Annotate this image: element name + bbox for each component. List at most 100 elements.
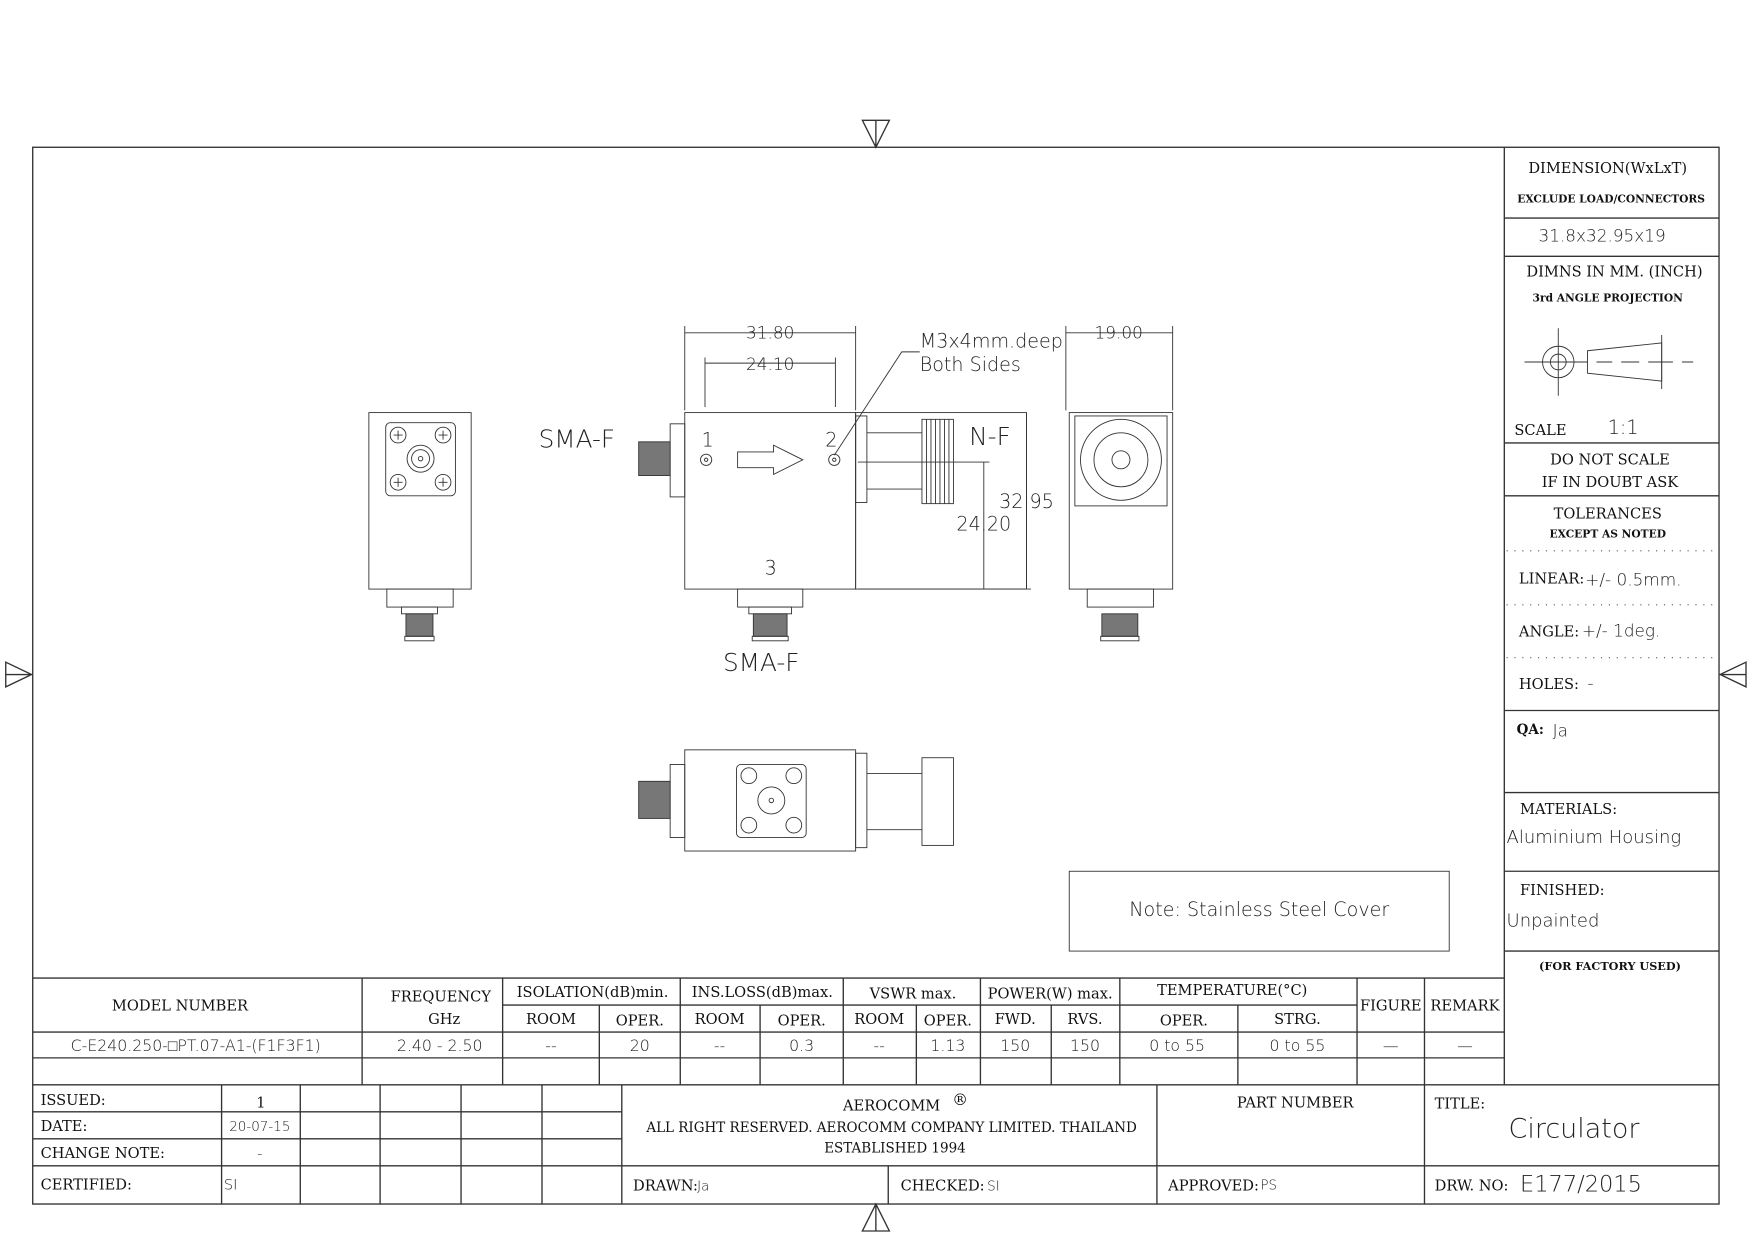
materials-value: Aluminium Housing	[1507, 827, 1682, 848]
certified-label: CERTIFIED:	[41, 1176, 132, 1193]
cell-temp-strg: 0 to 55	[1270, 1036, 1326, 1055]
cell-iso-oper: 20	[630, 1036, 650, 1055]
cell-model: C-E240.250-□PT.07-A1-(F1F3F1)	[71, 1036, 321, 1055]
linear-value: +/- 0.5mm.	[1585, 570, 1681, 590]
port-2: 2	[825, 428, 837, 451]
issued-label: ISSUED:	[41, 1092, 106, 1109]
sub-temp-oper: OPER.	[1160, 1012, 1208, 1029]
company-name: AEROCOMM	[842, 1098, 940, 1115]
rights-text: ALL RIGHT RESERVED. AEROCOMM COMPANY LIM…	[645, 1120, 1137, 1136]
sub-fwd: FWD.	[995, 1011, 1036, 1028]
cell-il-room: --	[714, 1036, 725, 1055]
if-in-doubt: IF IN DOUBT ASK	[1542, 474, 1679, 491]
drawing-title: Circulator	[1509, 1114, 1641, 1145]
finished-label: FINISHED:	[1520, 882, 1605, 899]
cell-freq: 2.40 - 2.50	[397, 1036, 483, 1055]
center-mark-right	[1718, 661, 1747, 688]
dim-thickness: 19.00	[1095, 322, 1143, 342]
drawing-number-label: DRW. NO:	[1435, 1178, 1509, 1195]
tolerances-label: TOLERANCES	[1554, 505, 1662, 522]
header-temperature: TEMPERATURE(°C)	[1157, 982, 1307, 999]
qa-value: Ja	[1553, 720, 1568, 740]
angle-value: +/- 1deg.	[1582, 620, 1661, 640]
dim-width: 31.80	[746, 322, 794, 342]
factory-label: (FOR FACTORY USED)	[1539, 959, 1681, 973]
date-label: DATE:	[41, 1118, 88, 1135]
drawn-value: Ja	[697, 1179, 709, 1195]
dimension-sub: EXCLUDE LOAD/CONNECTORS	[1517, 192, 1705, 205]
do-not-scale: DO NOT SCALE	[1550, 451, 1670, 468]
connector-right-label: N-F	[969, 422, 1011, 451]
scale-value: 1:1	[1608, 416, 1639, 439]
title-block: ISSUED: 1 DATE: CHANGE NOTE: CERTIFIED: …	[32, 1084, 1720, 1205]
sub-rvs: RVS.	[1067, 1011, 1102, 1028]
sidebar-info-panel: DIMENSION(WxLxT) EXCLUDE LOAD/CONNECTORS…	[1503, 147, 1720, 1085]
dimension-title: DIMENSION(WxLxT)	[1528, 160, 1687, 177]
certified-value: SI	[224, 1176, 238, 1193]
center-mark-top	[861, 119, 891, 149]
bottom-view	[638, 749, 954, 852]
issued-value: 1	[256, 1094, 265, 1111]
sub-il-room: ROOM	[695, 1011, 745, 1028]
header-isolation: ISOLATION(dB)min.	[517, 984, 669, 1001]
connector-bottom-label: SMA-F	[723, 648, 800, 677]
sub-vswr-room: ROOM	[854, 1011, 904, 1028]
finished-value: Unpainted	[1507, 910, 1600, 931]
holes-label: HOLES:	[1519, 676, 1579, 693]
change-note-label: CHANGE NOTE:	[41, 1145, 165, 1162]
port-1: 1	[702, 428, 714, 451]
circulation-arrow-icon	[737, 444, 804, 476]
materials-label: MATERIALS:	[1520, 801, 1617, 818]
connector-left-label: SMA-F	[539, 424, 616, 453]
change-note-value: -	[257, 1145, 262, 1162]
center-mark-left	[5, 661, 34, 688]
linear-label: LINEAR:	[1519, 570, 1584, 587]
cell-vswr-room: --	[874, 1036, 885, 1055]
registered-mark: ®	[952, 1090, 968, 1109]
port-3: 3	[765, 556, 777, 579]
left-view	[368, 412, 472, 642]
cell-temp-oper: 0 to 55	[1149, 1036, 1205, 1055]
header-insertion-loss: INS.LOSS(dB)max.	[692, 984, 833, 1001]
header-model: MODEL NUMBER	[112, 998, 249, 1015]
center-mark-bottom	[861, 1202, 891, 1232]
hole-note-1: M3x4mm.deep	[920, 329, 1063, 352]
spec-table: MODEL NUMBER FREQUENCY GHz ISOLATION(dB)…	[32, 977, 1720, 1086]
header-frequency: FREQUENCY	[391, 989, 492, 1006]
scale-label: SCALE	[1514, 422, 1566, 439]
established-text: ESTABLISHED 1994	[824, 1140, 966, 1156]
cell-il-oper: 0.3	[789, 1036, 814, 1055]
cell-fwd: 150	[1000, 1036, 1030, 1055]
qa-label: QA:	[1517, 722, 1544, 738]
approved-value: PS	[1260, 1177, 1277, 1193]
hole-note-2: Both Sides	[920, 353, 1021, 376]
except-label: EXCEPT AS NOTED	[1550, 527, 1666, 540]
sub-il-oper: OPER.	[778, 1012, 826, 1029]
dim-height: 32.95	[999, 490, 1054, 513]
header-frequency-unit: GHz	[428, 1011, 460, 1028]
date-value: 20-07-15	[229, 1119, 290, 1135]
right-view	[1068, 412, 1174, 642]
cell-vswr-oper: 1.13	[930, 1036, 965, 1055]
sub-iso-oper: OPER.	[616, 1012, 664, 1029]
third-angle-projection-icon	[1524, 328, 1694, 396]
dimns-unit: DIMNS IN MM. (INCH)	[1526, 264, 1702, 281]
front-view	[638, 412, 1027, 642]
cell-remark: —	[1457, 1036, 1473, 1055]
header-power: POWER(W) max.	[988, 985, 1113, 1002]
sub-temp-strg: STRG.	[1274, 1011, 1321, 1028]
dim-holes: 24.10	[746, 354, 794, 374]
header-vswr: VSWR max.	[869, 985, 957, 1002]
checked-label: CHECKED:	[901, 1178, 985, 1195]
drawn-label: DRAWN:	[633, 1178, 698, 1195]
angle-label: ANGLE:	[1518, 623, 1579, 640]
drawing-number: E177/2015	[1520, 1172, 1642, 1198]
holes-value: -	[1587, 673, 1593, 693]
projection-label: 3rd ANGLE PROJECTION	[1533, 291, 1684, 304]
checked-value: SI	[987, 1179, 1000, 1195]
note-text: Note: Stainless Steel Cover	[1129, 898, 1389, 921]
approved-label: APPROVED:	[1167, 1178, 1259, 1195]
cell-rvs: 150	[1070, 1036, 1100, 1055]
part-number-label: PART NUMBER	[1237, 1094, 1355, 1111]
